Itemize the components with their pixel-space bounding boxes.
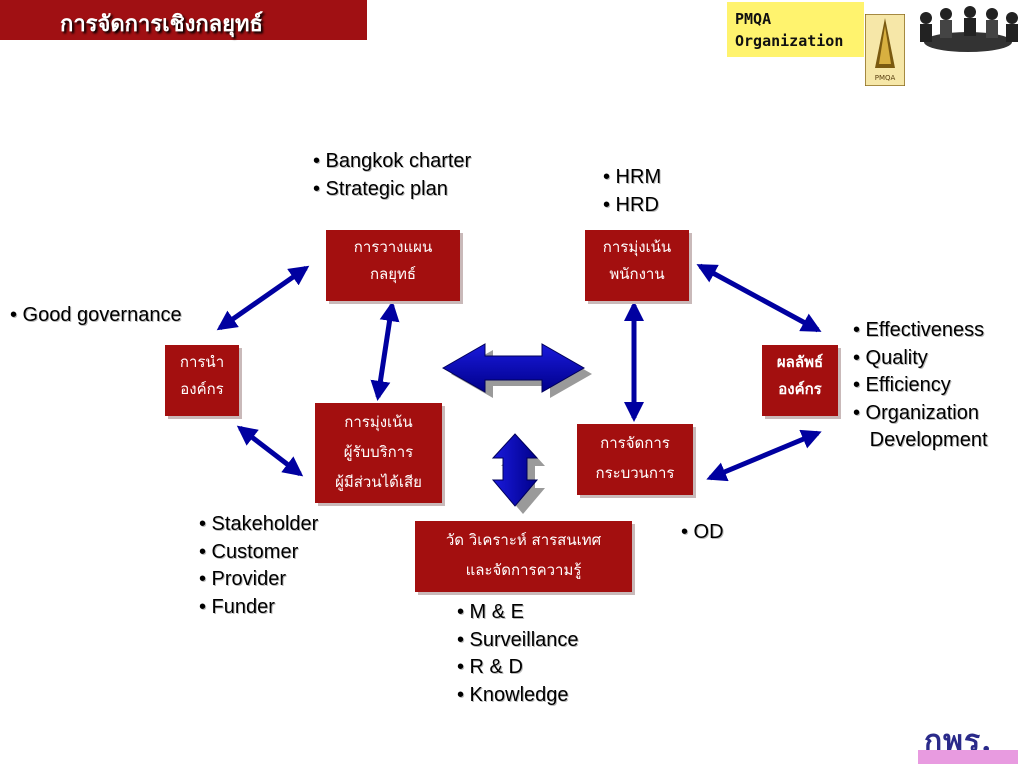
note-item: Development bbox=[853, 429, 988, 451]
box-measurement: วัด วิเคราะห์ สารสนเทศ และจัดการความรู้ bbox=[415, 521, 632, 592]
note-item: • OD bbox=[681, 521, 724, 543]
pmqa-emblem-icon: PMQA bbox=[865, 14, 905, 86]
logo-line-1: PMQA bbox=[735, 10, 772, 28]
leadership-line-2: องค์กร bbox=[180, 380, 224, 398]
arrow-leadership-planning bbox=[216, 265, 310, 331]
note-item: • Strategic plan bbox=[313, 177, 448, 200]
process-management-line-2: กระบวนการ bbox=[595, 464, 675, 482]
arrow-employee-results bbox=[696, 263, 822, 333]
box-customer-focus: การมุ่งเน้น ผู้รับบริการ ผู้มีส่วนได้เสี… bbox=[315, 403, 442, 503]
notes-stakeholders: • Stakeholder • Customer • Provider • Fu… bbox=[199, 511, 318, 621]
strategy-planning-line-1: การวางแผน bbox=[353, 238, 433, 256]
box-employee-focus: การมุ่งเน้น พนักงาน bbox=[585, 230, 689, 301]
measurement-line-2: และจัดการความรู้ bbox=[465, 561, 582, 579]
notes-planning: • Bangkok charter • Strategic plan bbox=[313, 148, 471, 203]
note-item: • Funder bbox=[199, 595, 275, 618]
box-results: ผลลัพธ์ องค์กร bbox=[762, 345, 838, 416]
note-item: • R & D bbox=[457, 656, 523, 678]
logo-line-2: Organization bbox=[735, 32, 844, 50]
notes-measurement: • M & E • Surveillance • R & D • Knowled… bbox=[457, 599, 579, 709]
footer-logo-strip bbox=[918, 750, 1018, 764]
note-item: • HRM bbox=[603, 166, 662, 188]
emblem-text: PMQA bbox=[875, 74, 896, 82]
customer-focus-line-3: ผู้มีส่วนได้เสีย bbox=[335, 473, 422, 491]
process-management-line-1: การจัดการ bbox=[600, 434, 670, 452]
box-process-management: การจัดการ กระบวนการ bbox=[577, 424, 693, 495]
pmqa-logo: PMQA Organization bbox=[727, 2, 864, 57]
notes-od: • OD bbox=[681, 519, 724, 547]
measurement-line-1: วัด วิเคราะห์ สารสนเทศ bbox=[445, 531, 602, 549]
opdc-footer-logo: กพร. bbox=[918, 718, 1018, 766]
notes-governance: • Good governance bbox=[10, 302, 182, 330]
customer-focus-line-1: การมุ่งเน้น bbox=[344, 413, 413, 431]
strategy-planning-line-2: กลยุทธ์ bbox=[369, 265, 417, 283]
note-item: • M & E bbox=[457, 601, 525, 623]
employee-focus-line-1: การมุ่งเน้น bbox=[602, 238, 672, 256]
note-item: • Bangkok charter bbox=[313, 150, 472, 172]
notes-results: • Effectiveness • Quality • Efficiency •… bbox=[853, 317, 988, 455]
employee-focus-line-2: พนักงาน bbox=[609, 265, 665, 283]
meeting-people-icon bbox=[912, 2, 1024, 58]
note-item: • HRD bbox=[603, 193, 659, 216]
results-line-1: ผลลัพธ์ bbox=[776, 353, 824, 371]
note-item: • Surveillance bbox=[457, 628, 579, 651]
results-line-2: องค์กร bbox=[778, 380, 822, 398]
note-item: • Stakeholder bbox=[199, 513, 319, 535]
note-item: • Quality bbox=[853, 346, 928, 369]
note-item: • Customer bbox=[199, 540, 299, 563]
arrow-leadership-customer bbox=[236, 425, 304, 477]
big-vertical-arrow bbox=[491, 433, 539, 507]
note-item: • Effectiveness bbox=[853, 319, 985, 341]
arrow-planning-customer bbox=[370, 301, 400, 401]
title-bar: การจัดการเชิงกลยุทธ์ bbox=[0, 0, 367, 40]
box-strategy-planning: การวางแผน กลยุทธ์ bbox=[326, 230, 460, 301]
note-item: • Good governance bbox=[10, 304, 182, 326]
notes-hr: • HRM • HRD bbox=[603, 164, 661, 219]
page-title: การจัดการเชิงกลยุทธ์ bbox=[60, 12, 263, 37]
note-item: • Knowledge bbox=[457, 683, 569, 706]
big-horizontal-arrow bbox=[441, 343, 586, 393]
box-leadership: การนำ องค์กร bbox=[165, 345, 239, 416]
note-item: • Organization bbox=[853, 401, 979, 424]
arrow-process-results bbox=[706, 429, 822, 482]
note-item: • Provider bbox=[199, 568, 287, 590]
customer-focus-line-2: ผู้รับบริการ bbox=[343, 443, 414, 461]
note-item: • Efficiency bbox=[853, 374, 951, 396]
leadership-line-1: การนำ bbox=[179, 353, 225, 371]
